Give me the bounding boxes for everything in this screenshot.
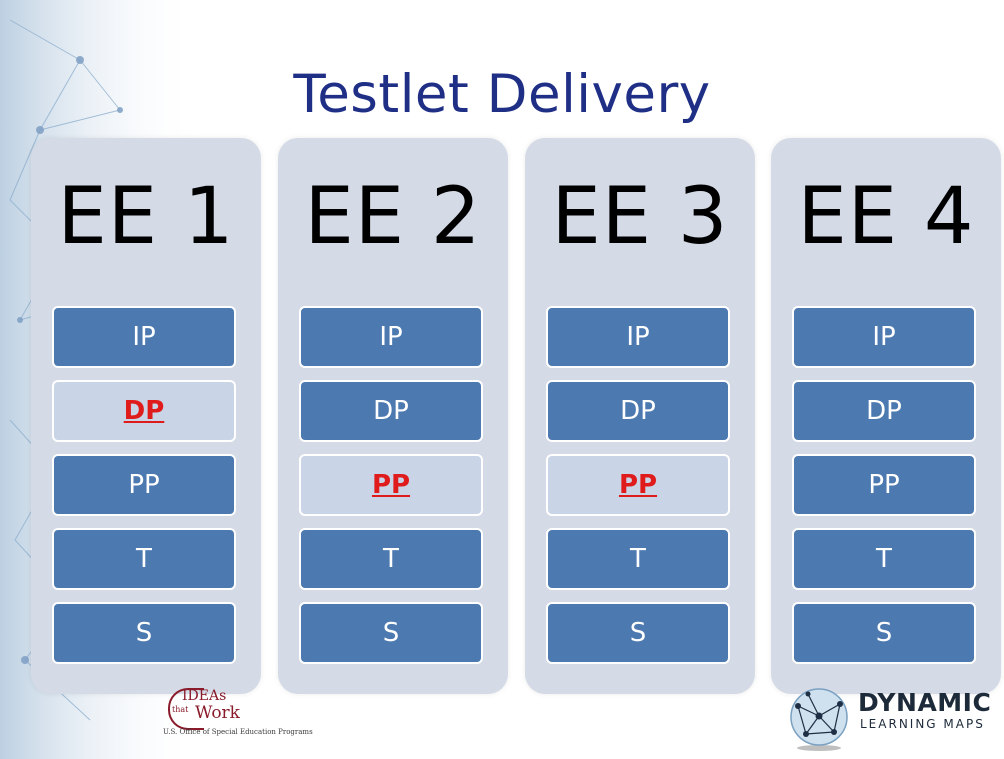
cell-ip: IP — [546, 306, 730, 368]
cell-t: T — [792, 528, 976, 590]
cell-s: S — [299, 602, 483, 664]
cell-t: T — [52, 528, 236, 590]
column-ee-4: EE 4 IP DP PP T S — [771, 138, 1001, 694]
ideas-that-work-logo: IDEAs that Work U.S. Office of Special E… — [160, 688, 313, 748]
dlm-logo-subtitle: LEARNING MAPS — [860, 717, 985, 731]
cell-dp: DP — [299, 380, 483, 442]
column-header: EE 2 — [304, 172, 482, 262]
cell-t: T — [299, 528, 483, 590]
cell-s: S — [52, 602, 236, 664]
ideas-logo-office: U.S. Office of Special Education Program… — [163, 728, 313, 736]
cell-ip: IP — [792, 306, 976, 368]
ideas-logo-text: IDEAs — [182, 688, 227, 704]
column-header: EE 3 — [551, 172, 729, 262]
cell-s: S — [792, 602, 976, 664]
cell-pp-highlighted: PP — [546, 454, 730, 516]
dlm-logo-title: DYNAMIC — [858, 688, 992, 717]
cell-pp: PP — [52, 454, 236, 516]
column-ee-3: EE 3 IP DP PP T S — [525, 138, 755, 694]
ideas-logo-work: Work — [195, 703, 240, 723]
cell-dp: DP — [546, 380, 730, 442]
cell-t: T — [546, 528, 730, 590]
cell-ip: IP — [52, 306, 236, 368]
column-header: EE 1 — [57, 172, 235, 262]
cell-dp-highlighted: DP — [52, 380, 236, 442]
cell-pp: PP — [792, 454, 976, 516]
column-ee-2: EE 2 IP DP PP T S — [278, 138, 508, 694]
cell-ip: IP — [299, 306, 483, 368]
column-ee-1: EE 1 IP DP PP T S — [31, 138, 261, 694]
cell-dp: DP — [792, 380, 976, 442]
slide-title: Testlet Delivery — [293, 64, 711, 125]
cell-s: S — [546, 602, 730, 664]
cell-pp-highlighted: PP — [299, 454, 483, 516]
globe-network-icon — [790, 688, 848, 751]
ideas-arc-graphic — [168, 688, 204, 730]
column-header: EE 4 — [797, 172, 975, 262]
ideas-logo-that: that — [172, 705, 189, 714]
